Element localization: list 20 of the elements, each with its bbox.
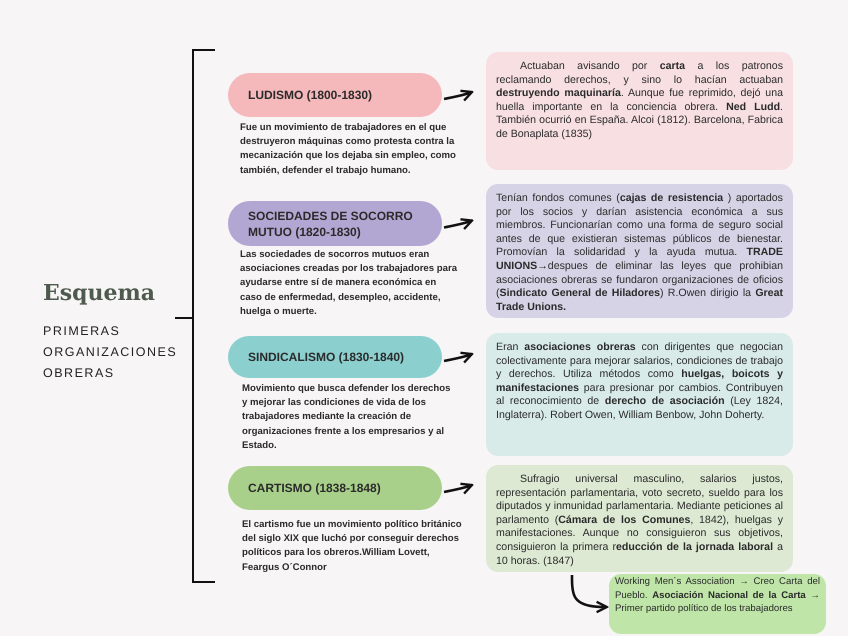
subtitle: PRIMERAS ORGANIZACIONES OBRERAS — [43, 323, 178, 382]
arrow — [444, 218, 474, 230]
info-box: Eran asociaciones obreras con dirigentes que negocian colectivamente para mejorar salarios, condiciones de trabajo y derechos. Utiliza métodos como huelgas, boicots y manifestaciones para presionar por cambios. Contribuyen al reconocimiento de derecho de asociación (Ley 1824, Inglaterra). Robert Owen, William Benbow, John Doherty. — [486, 333, 793, 456]
description-text: El cartismo fue un movimiento político británico del siglo XIX que luchó por conseguir derechos políticos para los obreros.William Lovett, Feargus O´Connor — [242, 518, 463, 575]
description-text: Fue un movimiento de trabajadores en el que destruyeron máquinas como protesta contra la mecanización que los dejaba sin empleo, como también, defender el trabajo humano. — [240, 121, 457, 178]
topic-pill: LUDISMO (1800-1830) — [228, 73, 442, 117]
arrow — [570, 575, 608, 614]
info-box: Working Men´s Association → Creo Carta del Pueblo. Asociación Nacional de la Carta → Primer partido político de los trabajadores — [609, 574, 826, 634]
topic-pill: SINDICALISMO (1830-1840) — [228, 336, 442, 378]
info-box: Sufragio universal masculino, salarios justos, representación parlamentaria, voto secreto, sueldo para los diputados y inmunidad parlamentaria. Mediante peticiones al parlamento (Cámara de los Comunes, 1842), huelgas y manifestaciones. Aunque no consiguieron sus objetivos, consiguieron la primera reducción de la jornada laboral a 10 horas. (1847) — [486, 465, 793, 572]
info-box: Actuaban avisando por carta a los patronos reclamando derechos, y sino lo hacían actuaban destruyendo maquinaría. Aunque fue reprimido, dejó una huella importante en la conciencia obrera. Ned Ludd. También ocurrió en España. Alcoi (1812). Barcelona, Fabrica de Bonaplata (1835) — [486, 52, 793, 170]
arrow — [444, 482, 474, 495]
title: Esquema — [43, 280, 156, 306]
arrow — [444, 90, 474, 102]
description-text: Movimiento que busca defender los derechos y mejorar las condiciones de vida de los trabajadores mediante la creación de organizaciones frente a los empresarios y al Estado. — [242, 382, 452, 453]
info-box: Tenían fondos comunes (cajas de resistencia ) aportados por los socios y darían asistencia económica a sus miembros. Funcionarían como una forma de seguro social antes de que existieran sistemas públicos de bienestar. Promovían la solidaridad y la ayuda mutua. TRADE UNIONS→despues de eliminar las leyes que prohibian asociaciones obreras se fundaron organizaciones de oficios (Sindicato General de Hiladores) R.Owen dirigio la Great Trade Unions. — [486, 184, 793, 318]
arrow — [444, 352, 474, 364]
description-text: Las sociedades de socorros mutuos eran asociaciones creadas por los trabajadores para ayudarse entre sí de manera económica en caso de enfermedad, desempleo, accidente, huelga o muerte. — [240, 248, 458, 319]
topic-pill: SOCIEDADES DE SOCORRO MUTUO (1820-1830) — [228, 201, 442, 246]
topic-pill: CARTISMO (1838-1848) — [228, 466, 442, 510]
